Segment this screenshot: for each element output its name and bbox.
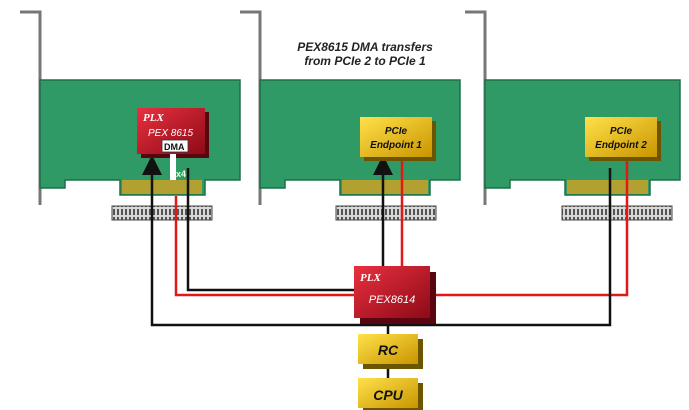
pex8615-lane-strip bbox=[170, 154, 176, 180]
card-right-slot bbox=[561, 205, 673, 221]
red-link-right bbox=[432, 150, 629, 297]
card-right bbox=[465, 10, 681, 221]
pex8615-dma-label: DMA bbox=[164, 142, 185, 152]
endpoint2-chip bbox=[585, 117, 661, 161]
diagram-caption: PEX8615 DMA transfers from PCIe 2 to PCI… bbox=[270, 40, 460, 68]
red-links bbox=[174, 150, 629, 297]
card-middle-bracket bbox=[240, 10, 262, 205]
pex8615-logo: PLX bbox=[143, 112, 164, 124]
card-left-slot bbox=[111, 205, 213, 221]
pex8615-dma-box bbox=[161, 139, 189, 153]
card-middle-slot bbox=[335, 205, 437, 221]
card-middle-gold-fingers bbox=[342, 180, 428, 194]
red-link-left bbox=[174, 196, 360, 297]
pex8615-name: PEX 8615 bbox=[148, 128, 193, 139]
dma-path-from-endpoint2 bbox=[142, 155, 612, 327]
pex8614-logo: PLX bbox=[360, 272, 381, 284]
endpoint1-line-1: PCIe bbox=[385, 126, 408, 137]
card-left-gold-fingers bbox=[122, 180, 202, 194]
caption-line-2: from PCIe 2 to PCIe 1 bbox=[304, 54, 426, 68]
card-right-board bbox=[484, 79, 681, 196]
dma-path-to-endpoint1 bbox=[186, 155, 393, 292]
pex8614-name: PEX8614 bbox=[369, 294, 415, 306]
rc-label: RC bbox=[378, 342, 399, 358]
endpoint1-chip bbox=[360, 117, 436, 161]
endpoint2-line-2: Endpoint 2 bbox=[595, 140, 647, 151]
card-right-bracket bbox=[465, 10, 487, 205]
pex8615-lane-label: x4 bbox=[176, 169, 186, 179]
cpu-block bbox=[358, 378, 423, 410]
caption-line-1: PEX8615 DMA transfers bbox=[297, 40, 433, 54]
card-right-gold-fingers bbox=[567, 180, 648, 194]
rc-block bbox=[358, 334, 423, 369]
card-middle bbox=[240, 10, 461, 221]
endpoint1-line-2: Endpoint 1 bbox=[370, 140, 422, 151]
pex8614-switch bbox=[354, 266, 436, 324]
card-left-bracket bbox=[20, 10, 42, 205]
cpu-label: CPU bbox=[373, 387, 403, 403]
pex8615-chip bbox=[137, 108, 209, 180]
endpoint2-line-1: PCIe bbox=[610, 126, 633, 137]
